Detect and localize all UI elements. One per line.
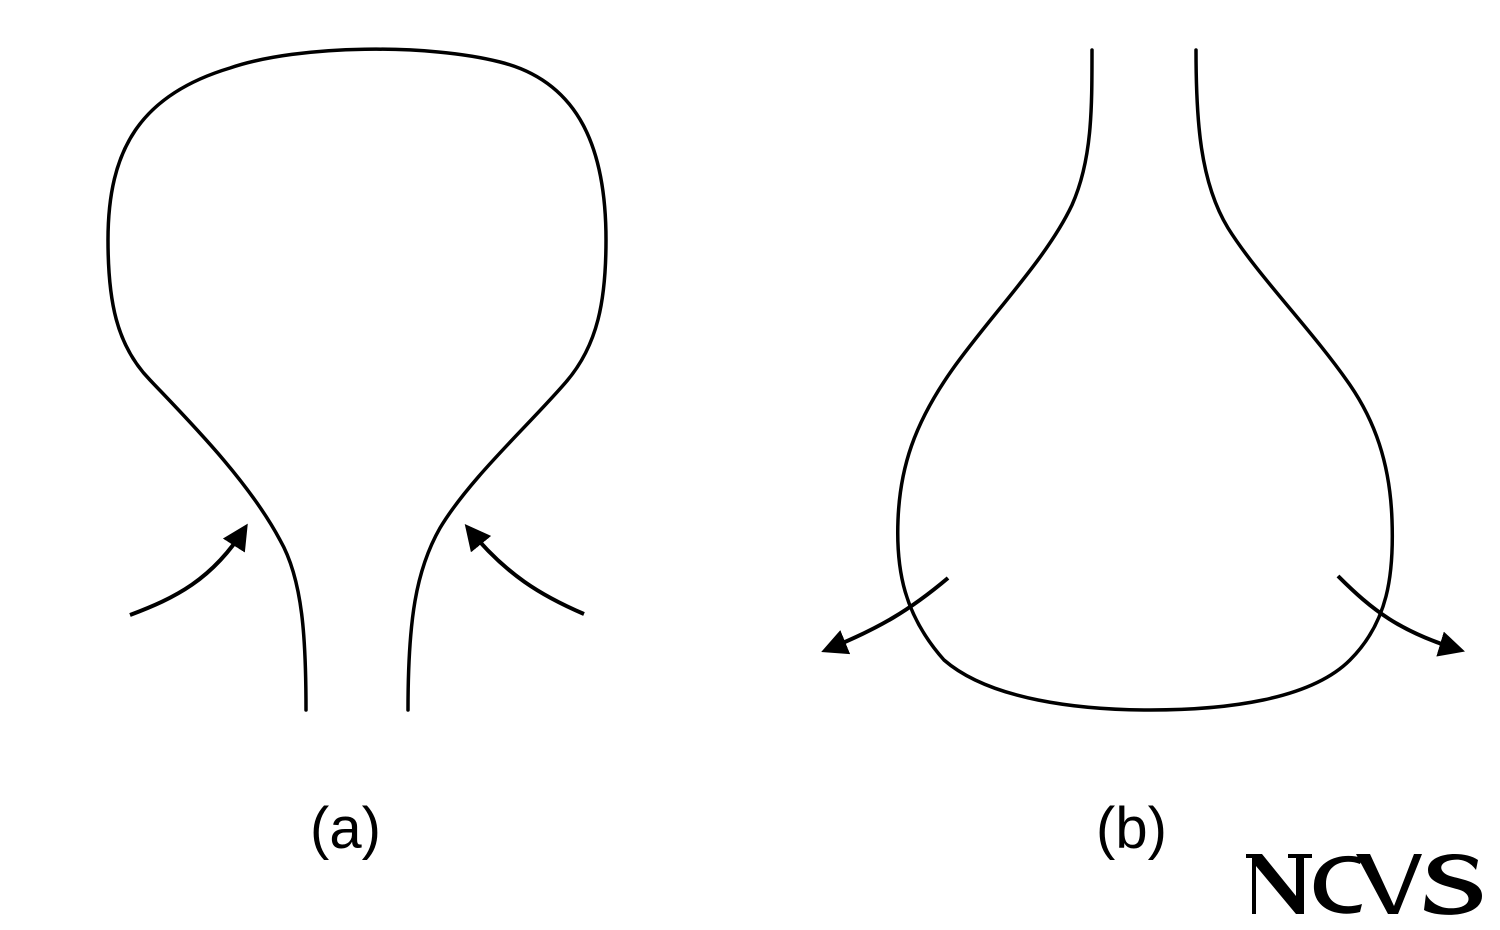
- flask-a-outline: [106, 47, 608, 712]
- arrow-a-left: [129, 523, 248, 617]
- panel-a-label: (a): [310, 796, 381, 861]
- panel-a-diagram: [106, 47, 608, 712]
- panel-b-diagram: [821, 48, 1465, 712]
- ncvs-logo: [1246, 854, 1482, 915]
- arrow-a-right: [464, 523, 585, 616]
- flask-b-outline: [895, 48, 1395, 712]
- panel-b-label: (b): [1096, 796, 1167, 861]
- arrow-b-left: [821, 576, 950, 655]
- arrow-b-right: [1336, 574, 1465, 657]
